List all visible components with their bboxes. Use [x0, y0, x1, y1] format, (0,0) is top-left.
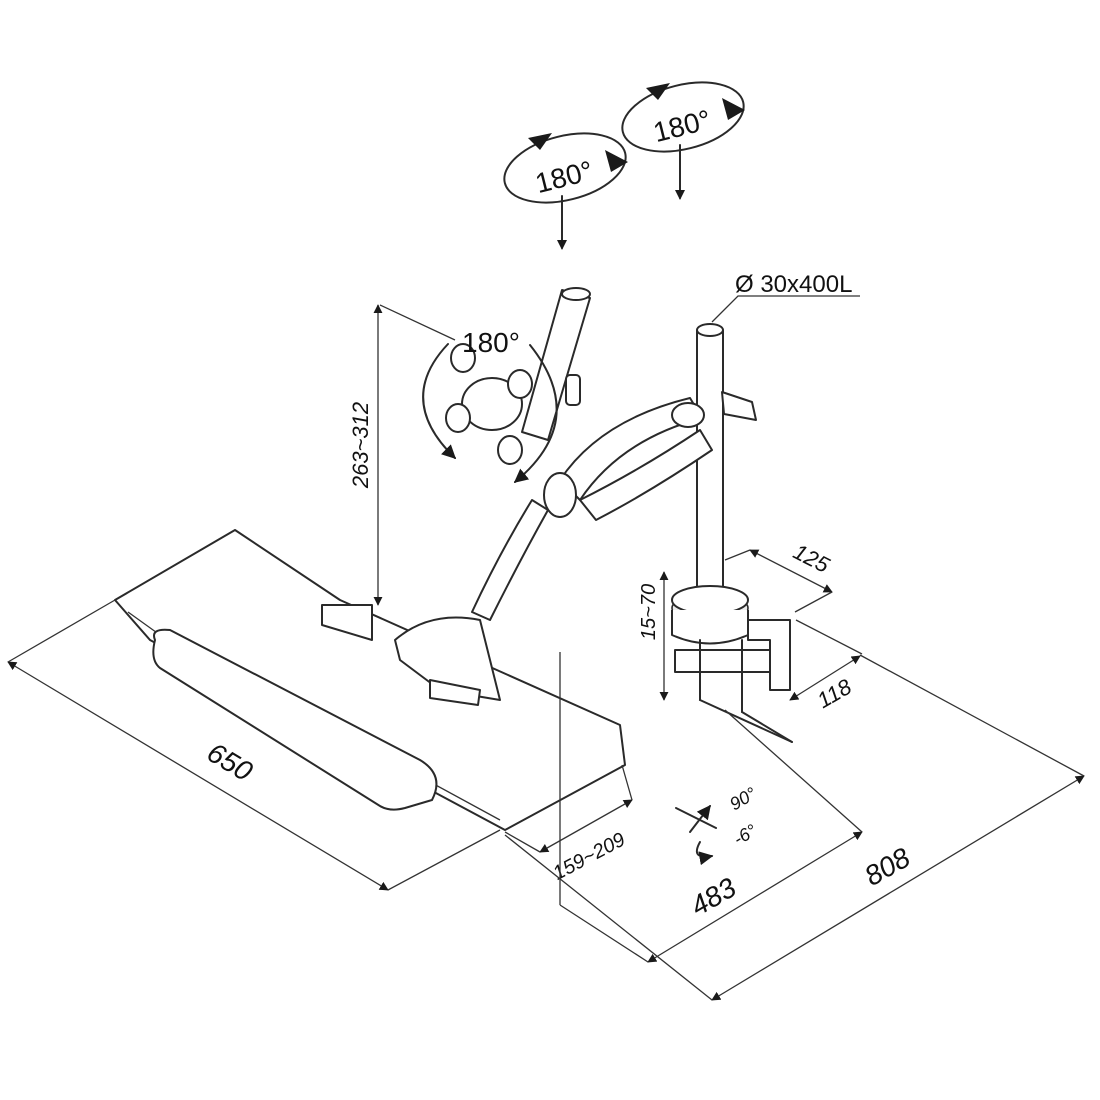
tilt-arc-left	[422, 343, 457, 459]
clamp-collar-top	[671, 585, 749, 615]
monitor-arm	[471, 287, 757, 621]
tray-rotation-indicator: 90° -6°	[675, 783, 760, 866]
tray-swivel-axis-2	[689, 804, 711, 833]
vesa-pad-3	[445, 403, 471, 433]
tilt-arc-right	[513, 344, 558, 483]
dim-ext-clamp-width-2	[794, 591, 833, 613]
tray-clip	[321, 604, 373, 641]
tray-mount-foot	[429, 679, 481, 706]
dim-total-reach: 808	[504, 654, 1085, 1001]
rotation-arrowhead-2a	[722, 98, 745, 120]
rotation-arm-swivel: 180°	[503, 132, 628, 250]
rotation-pole-swivel: 180°	[621, 81, 745, 200]
tray-swivel-axis-1	[675, 807, 717, 829]
dim-label-clamp-thickness: 15~70	[638, 584, 660, 640]
dim-label-monitor-height: 263~312	[348, 402, 373, 489]
vesa-pad-2	[507, 369, 533, 399]
dim-ext-clamp-width-1	[724, 549, 751, 561]
vesa-pad-1	[450, 343, 476, 373]
clamp-body	[671, 610, 749, 645]
pole-spec-callout: Ø 30x400L	[711, 271, 860, 323]
rotation-arrowhead-2b	[646, 83, 670, 100]
arm-joint	[671, 402, 705, 428]
clamp-rod	[741, 711, 793, 743]
rotation-label-arm-swivel: 180°	[532, 155, 596, 199]
dim-line-clamp-depth	[789, 655, 861, 701]
pole-spec-label: Ø 30x400L	[735, 271, 852, 298]
keyboard-tray	[114, 529, 626, 831]
clamp-rod-lower	[699, 699, 793, 743]
dim-line-clamp-width	[749, 549, 833, 593]
rotation-tilt: 180°	[422, 327, 558, 483]
pole	[696, 329, 724, 611]
dim-ext-tray-width-1	[7, 599, 116, 663]
dim-line-tray-width	[7, 661, 389, 891]
dim-clamp-depth: 118	[789, 619, 863, 714]
dim-label-tray-width: 650	[202, 737, 258, 788]
dim-label-tray-depth: 159~209	[549, 829, 629, 885]
tray-tilt-label: -6°	[730, 820, 760, 849]
vesa-plate	[445, 343, 533, 465]
elbow-joint	[543, 472, 577, 518]
rotation-label-pole-swivel: 180°	[650, 104, 714, 148]
dim-label-arm-reach: 483	[685, 871, 741, 921]
rotation-label-tilt: 180°	[462, 327, 520, 358]
dim-ext-tray-depth-1	[504, 831, 541, 853]
dim-monitor-height: 263~312	[348, 304, 456, 606]
pole-assembly	[671, 323, 793, 743]
dim-line-arm-reach	[647, 831, 863, 963]
clamp-plate	[674, 649, 771, 673]
dim-label-total-reach: 808	[859, 841, 915, 891]
dim-line-tray-depth	[539, 799, 633, 853]
dim-ext-tray-width-2	[387, 829, 501, 891]
arm-riser	[471, 499, 549, 621]
pole-spec-leader	[711, 295, 860, 323]
dim-ext-monitor-height	[379, 304, 456, 341]
dim-ext-arm-reach-1b	[559, 904, 649, 963]
rotation-arrowhead-1a	[605, 150, 628, 172]
dim-ext-clamp-depth	[795, 619, 863, 655]
lower-arm	[579, 429, 713, 521]
tray-tilt-arc	[696, 841, 714, 866]
tray-swivel-label: 90°	[726, 783, 760, 814]
vesa-pad-4	[497, 435, 523, 465]
dim-clamp-thickness: 15~70	[638, 571, 669, 701]
riser-knob	[565, 374, 581, 406]
dim-ext-total-reach-2	[859, 654, 1085, 777]
dim-line-total-reach	[711, 775, 1085, 1001]
dim-label-clamp-depth: 118	[813, 674, 857, 714]
pole-cap	[696, 323, 724, 337]
pole-knob	[721, 391, 757, 421]
dim-ext-arm-reach-2	[724, 709, 863, 833]
rotation-ring-1	[503, 132, 627, 204]
rotation-arrowhead-1b	[528, 133, 552, 150]
dim-label-clamp-width: 125	[789, 539, 834, 578]
riser-cap	[561, 287, 591, 301]
dim-ext-total-reach-1	[504, 834, 713, 1001]
dim-ext-tray-depth-2	[621, 764, 633, 801]
rotation-ring-2	[621, 81, 745, 153]
clamp-bracket	[747, 619, 791, 691]
